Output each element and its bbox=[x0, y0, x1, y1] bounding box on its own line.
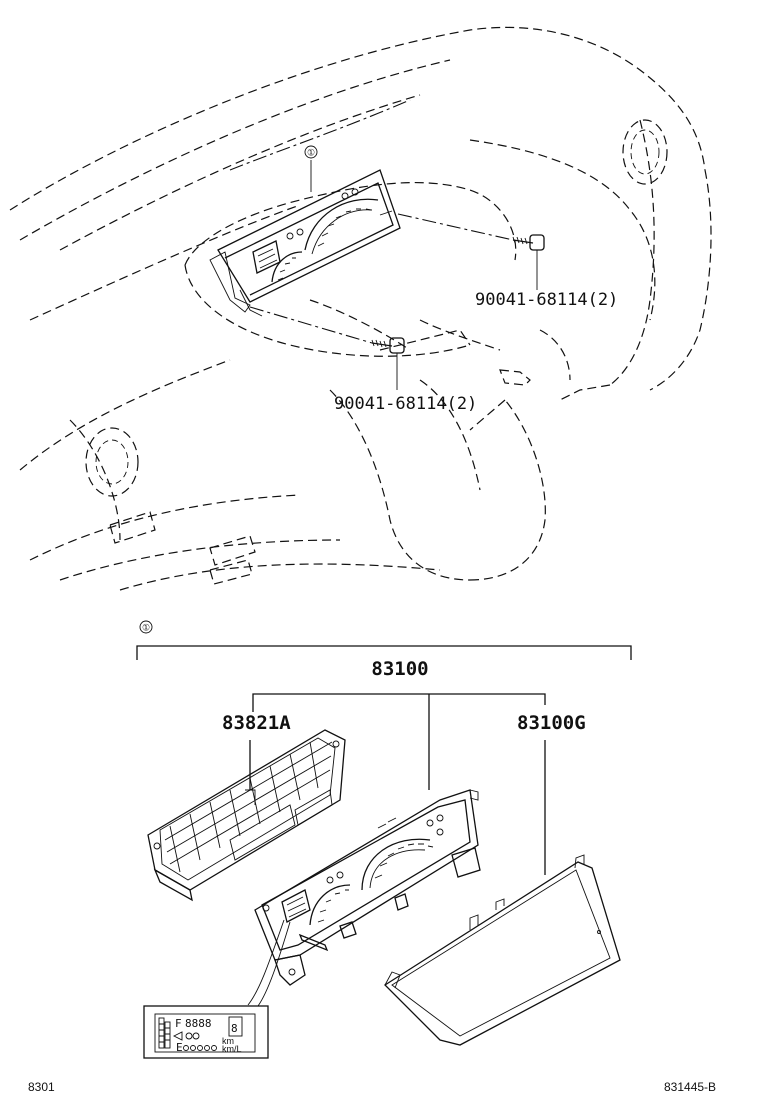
meter-assembly-illustration bbox=[247, 789, 481, 1007]
callout-mark-lower: ① bbox=[139, 620, 153, 634]
screw-upper-icon bbox=[512, 234, 545, 290]
screw-upper-leader bbox=[397, 213, 514, 241]
part-label-screw-lower: 90041-68114(2) bbox=[334, 394, 477, 414]
upper-cluster-illustration bbox=[209, 160, 401, 317]
part-label-cover: 83821A bbox=[222, 712, 291, 734]
part-label-assembly: 83100 bbox=[371, 658, 428, 680]
glass-illustration bbox=[383, 854, 621, 1046]
part-label-glass: 83100G bbox=[517, 712, 586, 734]
callout-mark-upper: ① bbox=[304, 145, 318, 159]
assembly-bracket bbox=[136, 645, 632, 660]
fuel-pump-icon bbox=[172, 1031, 183, 1041]
rear-cover-illustration bbox=[147, 729, 346, 902]
lcd-inset: F 8888 E 8 km km/L bbox=[143, 1005, 269, 1059]
svg-text:①: ① bbox=[142, 623, 150, 633]
lcd-unit-km: km bbox=[222, 1036, 234, 1046]
footer-right-code: 831445-B bbox=[664, 1080, 716, 1094]
svg-text:①: ① bbox=[307, 148, 315, 158]
screw-lower-leader bbox=[249, 306, 373, 344]
lcd-unit-kml: km/L bbox=[222, 1044, 242, 1054]
lcd-gear: 8 bbox=[231, 1022, 238, 1035]
screw-lower-icon bbox=[371, 337, 405, 390]
lcd-empty-label: E bbox=[176, 1041, 183, 1054]
sub-bracket bbox=[252, 693, 546, 705]
part-label-screw-upper: 90041-68114(2) bbox=[475, 290, 618, 310]
lcd-fuel-label: F bbox=[175, 1017, 182, 1030]
lcd-odometer: 8888 bbox=[185, 1017, 212, 1030]
dashboard-outline bbox=[9, 26, 712, 591]
footer-left-code: 8301 bbox=[28, 1080, 55, 1094]
